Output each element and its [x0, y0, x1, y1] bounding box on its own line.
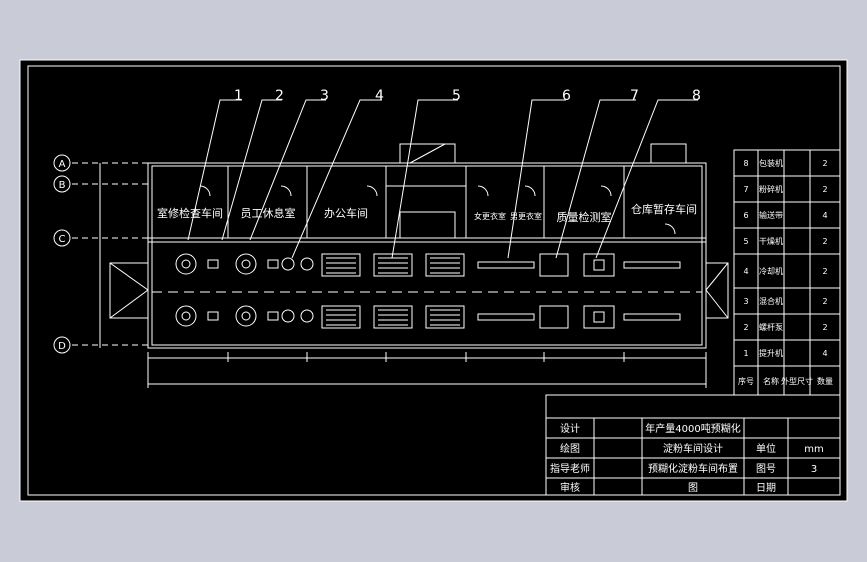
row-qty: 2 [822, 323, 827, 332]
room-repair: 室修检查车间 [157, 206, 223, 220]
title-block [545, 394, 841, 496]
callout-4: 4 [375, 88, 384, 104]
tb-design: 设计 [560, 422, 580, 435]
drawing-sheet [19, 59, 848, 502]
row-qty: 2 [822, 185, 827, 194]
tb-project-line2: 淀粉车间设计 [663, 442, 723, 455]
room-staff-rest: 员工休息室 [241, 206, 296, 220]
axis-d: D [58, 341, 66, 352]
row-qty: 4 [822, 211, 827, 220]
row-no: 3 [743, 297, 748, 306]
row-qty: 4 [822, 349, 827, 358]
row-name: 螺杆泵 [759, 322, 783, 332]
room-female-change: 女更衣室 [474, 211, 506, 221]
callout-5: 5 [452, 88, 461, 104]
row-qty: 2 [822, 237, 827, 246]
row-no: 7 [743, 185, 748, 194]
tb-drawing-line2: 图 [688, 482, 698, 494]
header-name: 名称 [763, 376, 779, 386]
callout-6: 6 [562, 88, 571, 104]
tb-review: 审核 [560, 481, 580, 494]
tb-unit-value: mm [804, 444, 823, 455]
tb-draw: 绘图 [560, 442, 580, 455]
row-name: 干燥机 [759, 236, 783, 246]
header-size: 外型尺寸 [781, 376, 813, 386]
tb-fig-label: 图号 [756, 463, 776, 475]
tb-project-line1: 年产量4000吨预糊化 [645, 422, 740, 435]
row-qty: 2 [822, 267, 827, 276]
building-outline [147, 162, 707, 349]
room-warehouse: 仓库暂存车间 [631, 202, 697, 216]
callout-8: 8 [692, 88, 701, 104]
tb-fig-value: 3 [811, 464, 817, 475]
row-no: 8 [743, 159, 748, 168]
callout-2: 2 [275, 88, 284, 104]
room-office: 办公车间 [324, 206, 368, 220]
row-no: 5 [743, 237, 748, 246]
tb-unit-label: 单位 [756, 442, 776, 455]
row-no: 4 [743, 267, 748, 276]
row-name: 粉碎机 [759, 184, 783, 194]
row-no: 1 [743, 349, 748, 358]
callout-3: 3 [320, 88, 329, 104]
row-no: 6 [743, 211, 748, 220]
row-no: 2 [743, 323, 748, 332]
axis-a: A [59, 159, 66, 170]
row-qty: 2 [822, 297, 827, 306]
row-name: 提升机 [759, 348, 783, 358]
row-name: 输送带 [759, 210, 783, 220]
tb-date-label: 日期 [756, 482, 776, 494]
row-qty: 2 [822, 159, 827, 168]
axis-c: C [59, 234, 66, 245]
header-qty: 数量 [817, 376, 833, 386]
row-name: 包装机 [759, 158, 783, 168]
room-male-change: 男更衣室 [510, 211, 542, 221]
row-name: 混合机 [759, 296, 783, 306]
axis-b: B [59, 180, 66, 191]
room-quality: 质量检测室 [557, 210, 612, 224]
callout-7: 7 [630, 88, 639, 104]
callout-1: 1 [234, 88, 243, 104]
header-no: 序号 [738, 376, 754, 386]
tb-drawing-line1: 预糊化淀粉车间布置 [648, 462, 738, 475]
row-name: 冷却机 [759, 266, 783, 276]
tb-advisor: 指导老师 [550, 462, 590, 475]
